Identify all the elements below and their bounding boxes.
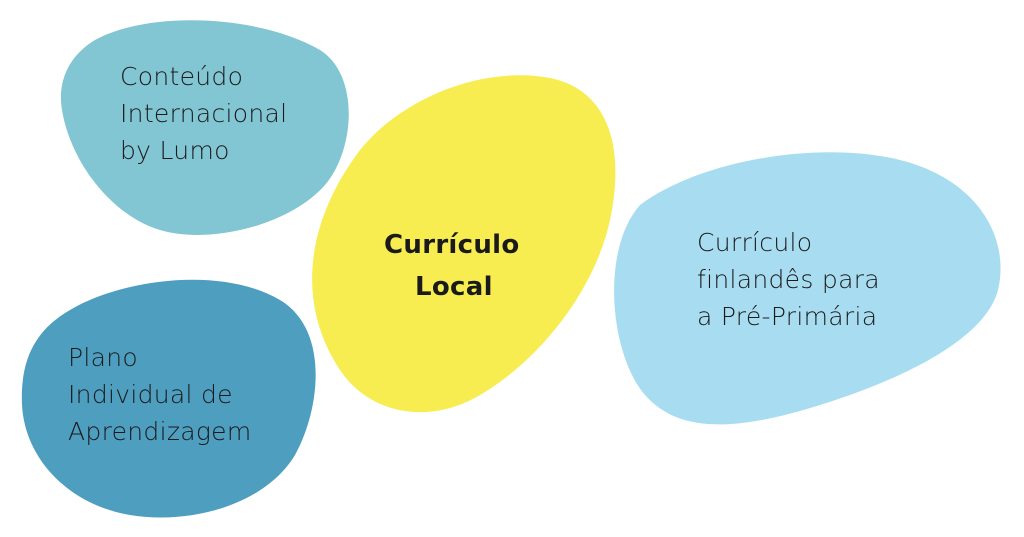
label-line: Plano xyxy=(68,343,138,372)
blob-individual xyxy=(21,279,316,518)
label-line: Local xyxy=(415,272,493,302)
label-line: by Lumo xyxy=(120,136,230,165)
label-line: Individual de xyxy=(68,380,233,409)
label-line: Currículo xyxy=(697,228,813,257)
label-line: Conteúdo xyxy=(120,62,244,91)
label-finnish: Currículo finlandês para a Pré-Primária xyxy=(697,224,880,335)
label-line: finlandês para xyxy=(697,265,880,294)
label-line: Internacional xyxy=(120,99,288,128)
label-individual: Plano Individual de Aprendizagem xyxy=(68,339,252,450)
blob-international xyxy=(60,20,349,235)
label-international: Conteúdo Internacional by Lumo xyxy=(120,58,287,169)
label-local: Currículo Local xyxy=(384,224,520,308)
label-line: Aprendizagem xyxy=(68,417,252,446)
label-line: Currículo xyxy=(384,230,520,260)
blob-finnish xyxy=(614,152,1001,425)
label-line: a Pré-Primária xyxy=(697,302,878,331)
blob-local xyxy=(312,75,616,413)
